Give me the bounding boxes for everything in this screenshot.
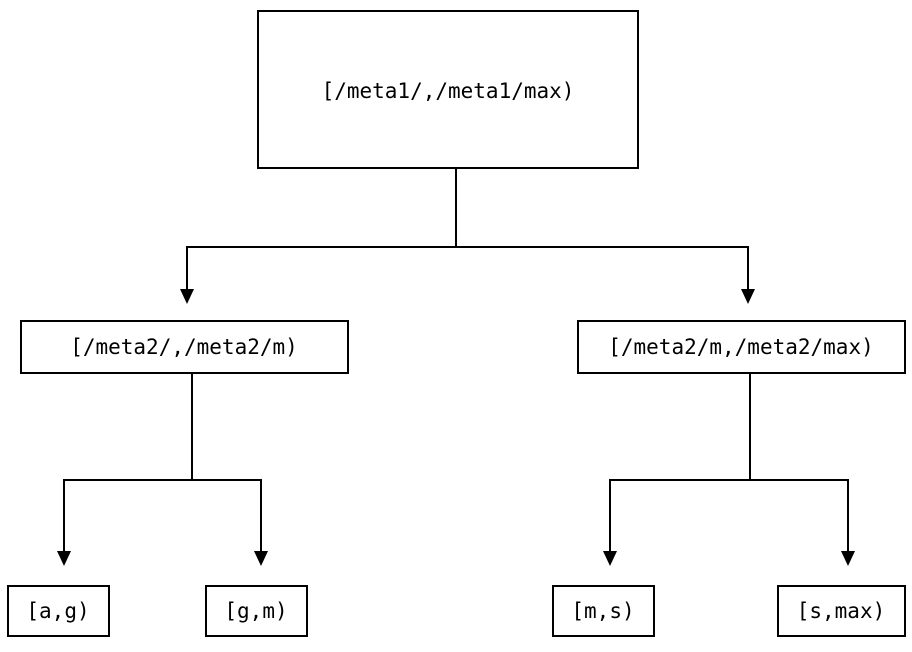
node-leaf-4-box	[776, 584, 907, 638]
node-mid-right[interactable]: [/meta2/m,/meta2/max)	[576, 319, 907, 375]
edge-group-mid-left-to-leaves	[57, 373, 268, 566]
node-leaf-1-label: [a,g)	[26, 599, 89, 623]
edge-group-root-to-middle	[180, 168, 755, 304]
arrowhead-mid-right-to-leaf4	[841, 551, 855, 566]
node-leaf-1-box	[6, 584, 111, 638]
node-leaf-3-box	[551, 584, 656, 638]
node-mid-left[interactable]: [/meta2/,/meta2/m)	[19, 319, 350, 375]
node-root[interactable]: [/meta1/,/meta1/max)	[256, 9, 640, 170]
arrowhead-mid-right-to-leaf3	[603, 551, 617, 566]
node-mid-right-label: [/meta2/m,/meta2/max)	[608, 335, 874, 359]
node-mid-left-box	[19, 319, 350, 375]
arrowhead-root-to-mid-left	[180, 289, 194, 304]
edge-group-mid-right-to-leaves	[603, 373, 855, 566]
node-leaf-3-label: [m,s)	[571, 599, 634, 623]
arrowhead-mid-left-to-leaf2	[254, 551, 268, 566]
node-root-box	[256, 9, 640, 170]
node-root-label: [/meta1/,/meta1/max)	[322, 79, 575, 103]
arrowhead-mid-left-to-leaf1	[57, 551, 71, 566]
node-leaf-4-label: [s,max)	[797, 599, 886, 623]
node-leaf-a-g[interactable]: [a,g)	[6, 584, 111, 638]
node-leaf-2-box	[204, 584, 309, 638]
node-mid-left-label: [/meta2/,/meta2/m)	[70, 335, 298, 359]
arrowhead-root-to-mid-right	[741, 289, 755, 304]
node-mid-right-box	[576, 319, 907, 375]
node-leaf-s-max[interactable]: [s,max)	[776, 584, 907, 638]
node-leaf-g-m[interactable]: [g,m)	[204, 584, 309, 638]
node-leaf-m-s[interactable]: [m,s)	[551, 584, 656, 638]
node-leaf-2-label: [g,m)	[224, 599, 287, 623]
